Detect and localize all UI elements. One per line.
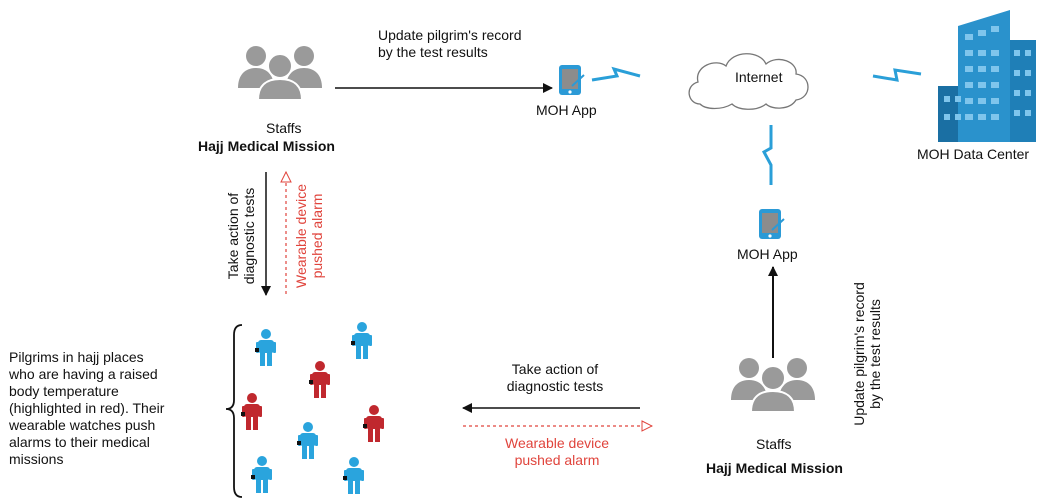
staffs-label-top: Staffs	[266, 120, 302, 136]
internet-label: Internet	[735, 69, 783, 85]
tablet-icon-top	[558, 64, 585, 96]
data-center-label: MOH Data Center	[917, 146, 1030, 162]
tablet-icon-right	[758, 208, 785, 240]
wireless-link-internet-app-right	[761, 125, 773, 185]
mission-label-bottom: Hajj Medical Mission	[706, 460, 843, 476]
pilgrim-icon	[251, 456, 272, 493]
update-record-label-top: Update pilgrim's record by the test resu…	[378, 27, 522, 60]
take-action-label-mid: Take action of diagnostic tests	[506, 361, 604, 394]
data-center-building-icon	[938, 10, 1036, 142]
pilgrim-icon-fever	[363, 405, 384, 442]
mission-label-top: Hajj Medical Mission	[198, 138, 335, 154]
pilgrim-icon	[343, 457, 364, 494]
alarm-label-left: Wearable device pushed alarm	[293, 183, 325, 289]
pilgrim-icon-fever	[241, 393, 262, 430]
wireless-link-internet-datacenter	[872, 68, 922, 82]
alarm-label-mid: Wearable device pushed alarm	[504, 435, 610, 468]
staff-group-icon-bottom	[730, 357, 816, 413]
update-record-label-right: Update pilgrim's record by the test resu…	[851, 282, 883, 426]
pilgrim-icon	[351, 322, 372, 359]
pilgrim-icon	[255, 329, 276, 366]
internet-cloud-icon	[688, 53, 809, 110]
pilgrims-brace	[225, 324, 243, 498]
wireless-link-app-internet	[591, 66, 641, 82]
pilgrims-description: Pilgrims in hajj places who are having a…	[9, 349, 165, 467]
take-action-label-left: Take action of diagnostic tests	[225, 187, 257, 285]
staffs-label-bottom: Staffs	[756, 436, 792, 452]
moh-app-label-right: MOH App	[737, 246, 798, 262]
pilgrim-icon	[297, 422, 318, 459]
pilgrim-icon-fever	[309, 361, 330, 398]
staff-group-icon-top	[237, 45, 323, 101]
moh-app-label-top: MOH App	[536, 102, 597, 118]
